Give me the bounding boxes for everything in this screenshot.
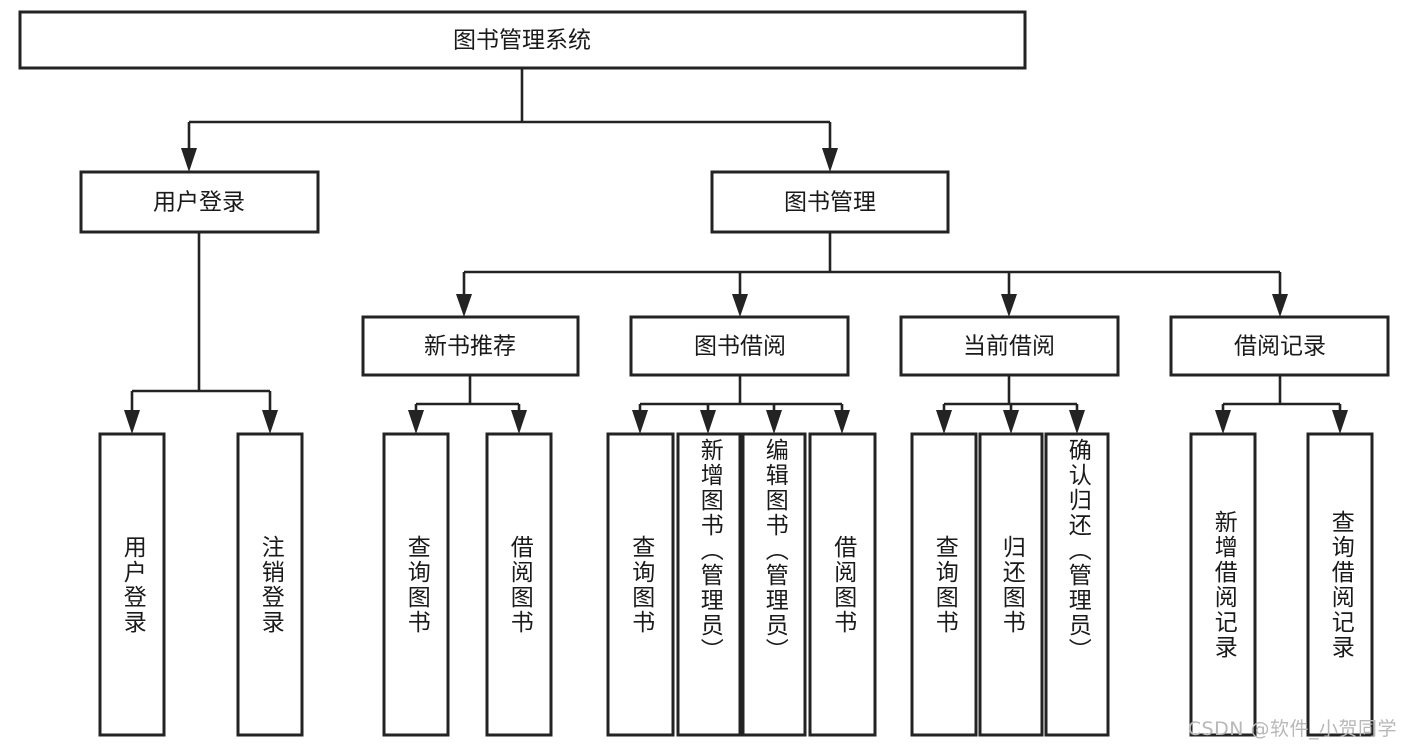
edge-group-book-borrow [632, 375, 850, 434]
node-borrow-record-label: 借阅记录 [1234, 334, 1326, 360]
node-leaf-query-record-box[interactable] [1306, 432, 1374, 737]
arrow-head-current-borrow [1001, 294, 1017, 317]
node-book-manage-box[interactable] [710, 170, 950, 234]
edge-group-current-borrow [936, 375, 1085, 434]
arrow-head-leaf-confirm-return [1069, 410, 1085, 434]
edge-group-book-manage [456, 232, 1288, 317]
node-book-borrow[interactable]: 图书借阅 [629, 315, 850, 377]
edge-group-new-book-rec [408, 375, 527, 434]
arrow-head-new-book-rec [456, 294, 472, 317]
node-leaf-user-login-box[interactable] [98, 432, 166, 737]
edge-group-root [181, 68, 838, 172]
node-root-box[interactable] [18, 10, 1027, 70]
arrow-head-borrow-record [1272, 294, 1288, 317]
node-leaf-borrow-book-2-box[interactable] [808, 432, 877, 737]
node-user-login[interactable]: 用户登录 [79, 170, 320, 234]
node-borrow-record[interactable]: 借阅记录 [1169, 315, 1390, 377]
arrow-head-leaf-borrow-book-1 [511, 410, 527, 434]
arrow-head-book-borrow [732, 294, 748, 317]
arrow-head-leaf-query-book-2 [632, 410, 648, 434]
edge-group-user-login [124, 232, 278, 434]
arrow-head-leaf-query-book-3 [936, 410, 952, 434]
node-leaf-query-book-1-box[interactable] [382, 432, 450, 737]
node-leaf-confirm-return-box[interactable] [1044, 432, 1110, 737]
node-new-book-rec-box[interactable] [361, 315, 580, 377]
node-borrow-record-box[interactable] [1169, 315, 1390, 377]
node-leaf-query-book-2-box[interactable] [606, 432, 675, 737]
node-new-book-rec-label: 新书推荐 [424, 334, 516, 360]
node-book-borrow-label: 图书借阅 [694, 334, 786, 360]
arrow-head-leaf-borrow-book-2 [834, 410, 850, 434]
arrow-head-leaf-logout [262, 410, 278, 434]
node-leaf-edit-book-box[interactable] [741, 432, 807, 737]
node-book-manage-label: 图书管理 [784, 190, 876, 216]
arrow-head-user-login [181, 148, 197, 172]
node-leaf-add-book-box[interactable] [676, 432, 742, 737]
arrow-head-book-manage [822, 148, 838, 172]
arrow-head-leaf-user-login [124, 410, 140, 434]
node-leaf-add-record-box[interactable] [1189, 432, 1257, 737]
node-root[interactable]: 图书管理系统 [18, 10, 1027, 70]
node-leaf-return-book-box[interactable] [978, 432, 1044, 737]
arrow-head-leaf-add-record [1215, 410, 1231, 434]
node-user-login-label: 用户登录 [153, 190, 245, 216]
node-leaf-query-book-3-box[interactable] [910, 432, 978, 737]
node-current-borrow[interactable]: 当前借阅 [899, 315, 1120, 377]
node-book-manage[interactable]: 图书管理 [710, 170, 950, 234]
arrow-head-leaf-edit-book [766, 410, 782, 434]
arrow-head-leaf-add-book [700, 410, 716, 434]
node-leaf-logout-box[interactable] [236, 432, 304, 737]
node-current-borrow-label: 当前借阅 [963, 334, 1055, 360]
node-current-borrow-box[interactable] [899, 315, 1120, 377]
node-book-borrow-box[interactable] [629, 315, 850, 377]
node-user-login-box[interactable] [79, 170, 320, 234]
node-root-label: 图书管理系统 [453, 28, 591, 54]
node-leaf-borrow-book-1-box[interactable] [485, 432, 553, 737]
arrow-head-leaf-query-record [1332, 410, 1348, 434]
arrow-head-leaf-query-book-1 [408, 410, 424, 434]
node-new-book-rec[interactable]: 新书推荐 [361, 315, 580, 377]
edge-group-borrow-record [1215, 375, 1348, 434]
arrow-head-leaf-return-book [1003, 410, 1019, 434]
